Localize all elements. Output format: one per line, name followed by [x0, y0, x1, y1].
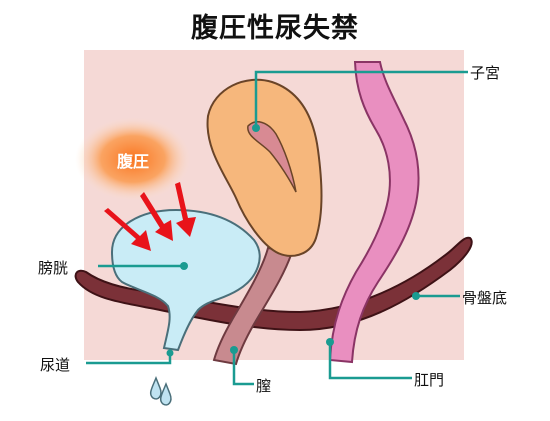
- pressure-arrow-icon: [104, 208, 151, 251]
- label-urethra: 尿道: [40, 356, 71, 374]
- urine-drop-icon: [149, 375, 162, 400]
- diagram-title: 腹圧性尿失禁: [191, 13, 359, 44]
- leader-dot-vagina: [230, 346, 238, 354]
- uterus: [206, 78, 323, 257]
- abdominal-pressure-glow: [75, 117, 191, 201]
- leader-dot-bladder: [180, 262, 188, 270]
- pressure-arrow-icon: [175, 182, 196, 237]
- leader-dot-anus: [326, 338, 334, 346]
- label-bladder: 膀胱: [38, 259, 69, 277]
- pressure-callout: 腹圧: [117, 152, 150, 171]
- pressure-arrow-icon: [140, 192, 173, 241]
- leader-lines: [86, 70, 468, 386]
- leader-dots: [166, 124, 420, 357]
- leader-dot-pelvic-floor: [412, 292, 420, 300]
- leader-line-vagina: [232, 350, 254, 386]
- label-pelvic-floor: 骨盤底: [462, 289, 508, 307]
- uterine-cavity: [247, 121, 297, 193]
- urine-drop-icon: [159, 381, 172, 406]
- vagina: [212, 246, 294, 366]
- label-uterus: 子宮: [470, 64, 501, 82]
- label-anus: 肛門: [414, 371, 445, 389]
- leader-line-anus: [328, 342, 412, 380]
- label-vagina: 膣: [256, 377, 272, 395]
- leader-line-uterus: [254, 70, 468, 128]
- leader-dot-urethra: [166, 349, 174, 357]
- leader-dot-uterus: [252, 124, 260, 132]
- rectum: [328, 61, 420, 364]
